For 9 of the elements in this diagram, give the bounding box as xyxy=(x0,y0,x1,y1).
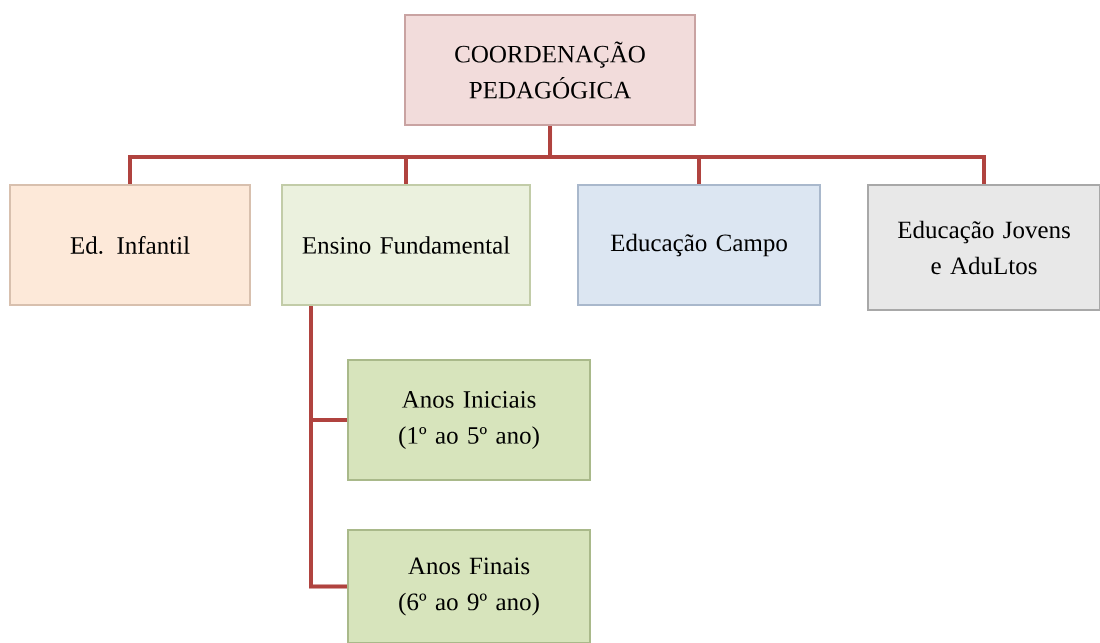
box: Anos Iniciais (1º ao 5º ano) xyxy=(347,359,591,481)
connector-line xyxy=(309,306,347,589)
box: Ensino Fundamental xyxy=(281,184,531,306)
box: Ed. Infantil xyxy=(9,184,251,306)
connector-line xyxy=(548,126,986,184)
box: COORDENAÇÃO PEDAGÓGICA xyxy=(404,14,696,126)
box: Educação Jovens e AduLtos xyxy=(867,184,1100,311)
box: Anos Finais (6º ao 9º ano) xyxy=(347,529,591,643)
box: Educação Campo xyxy=(577,184,821,306)
